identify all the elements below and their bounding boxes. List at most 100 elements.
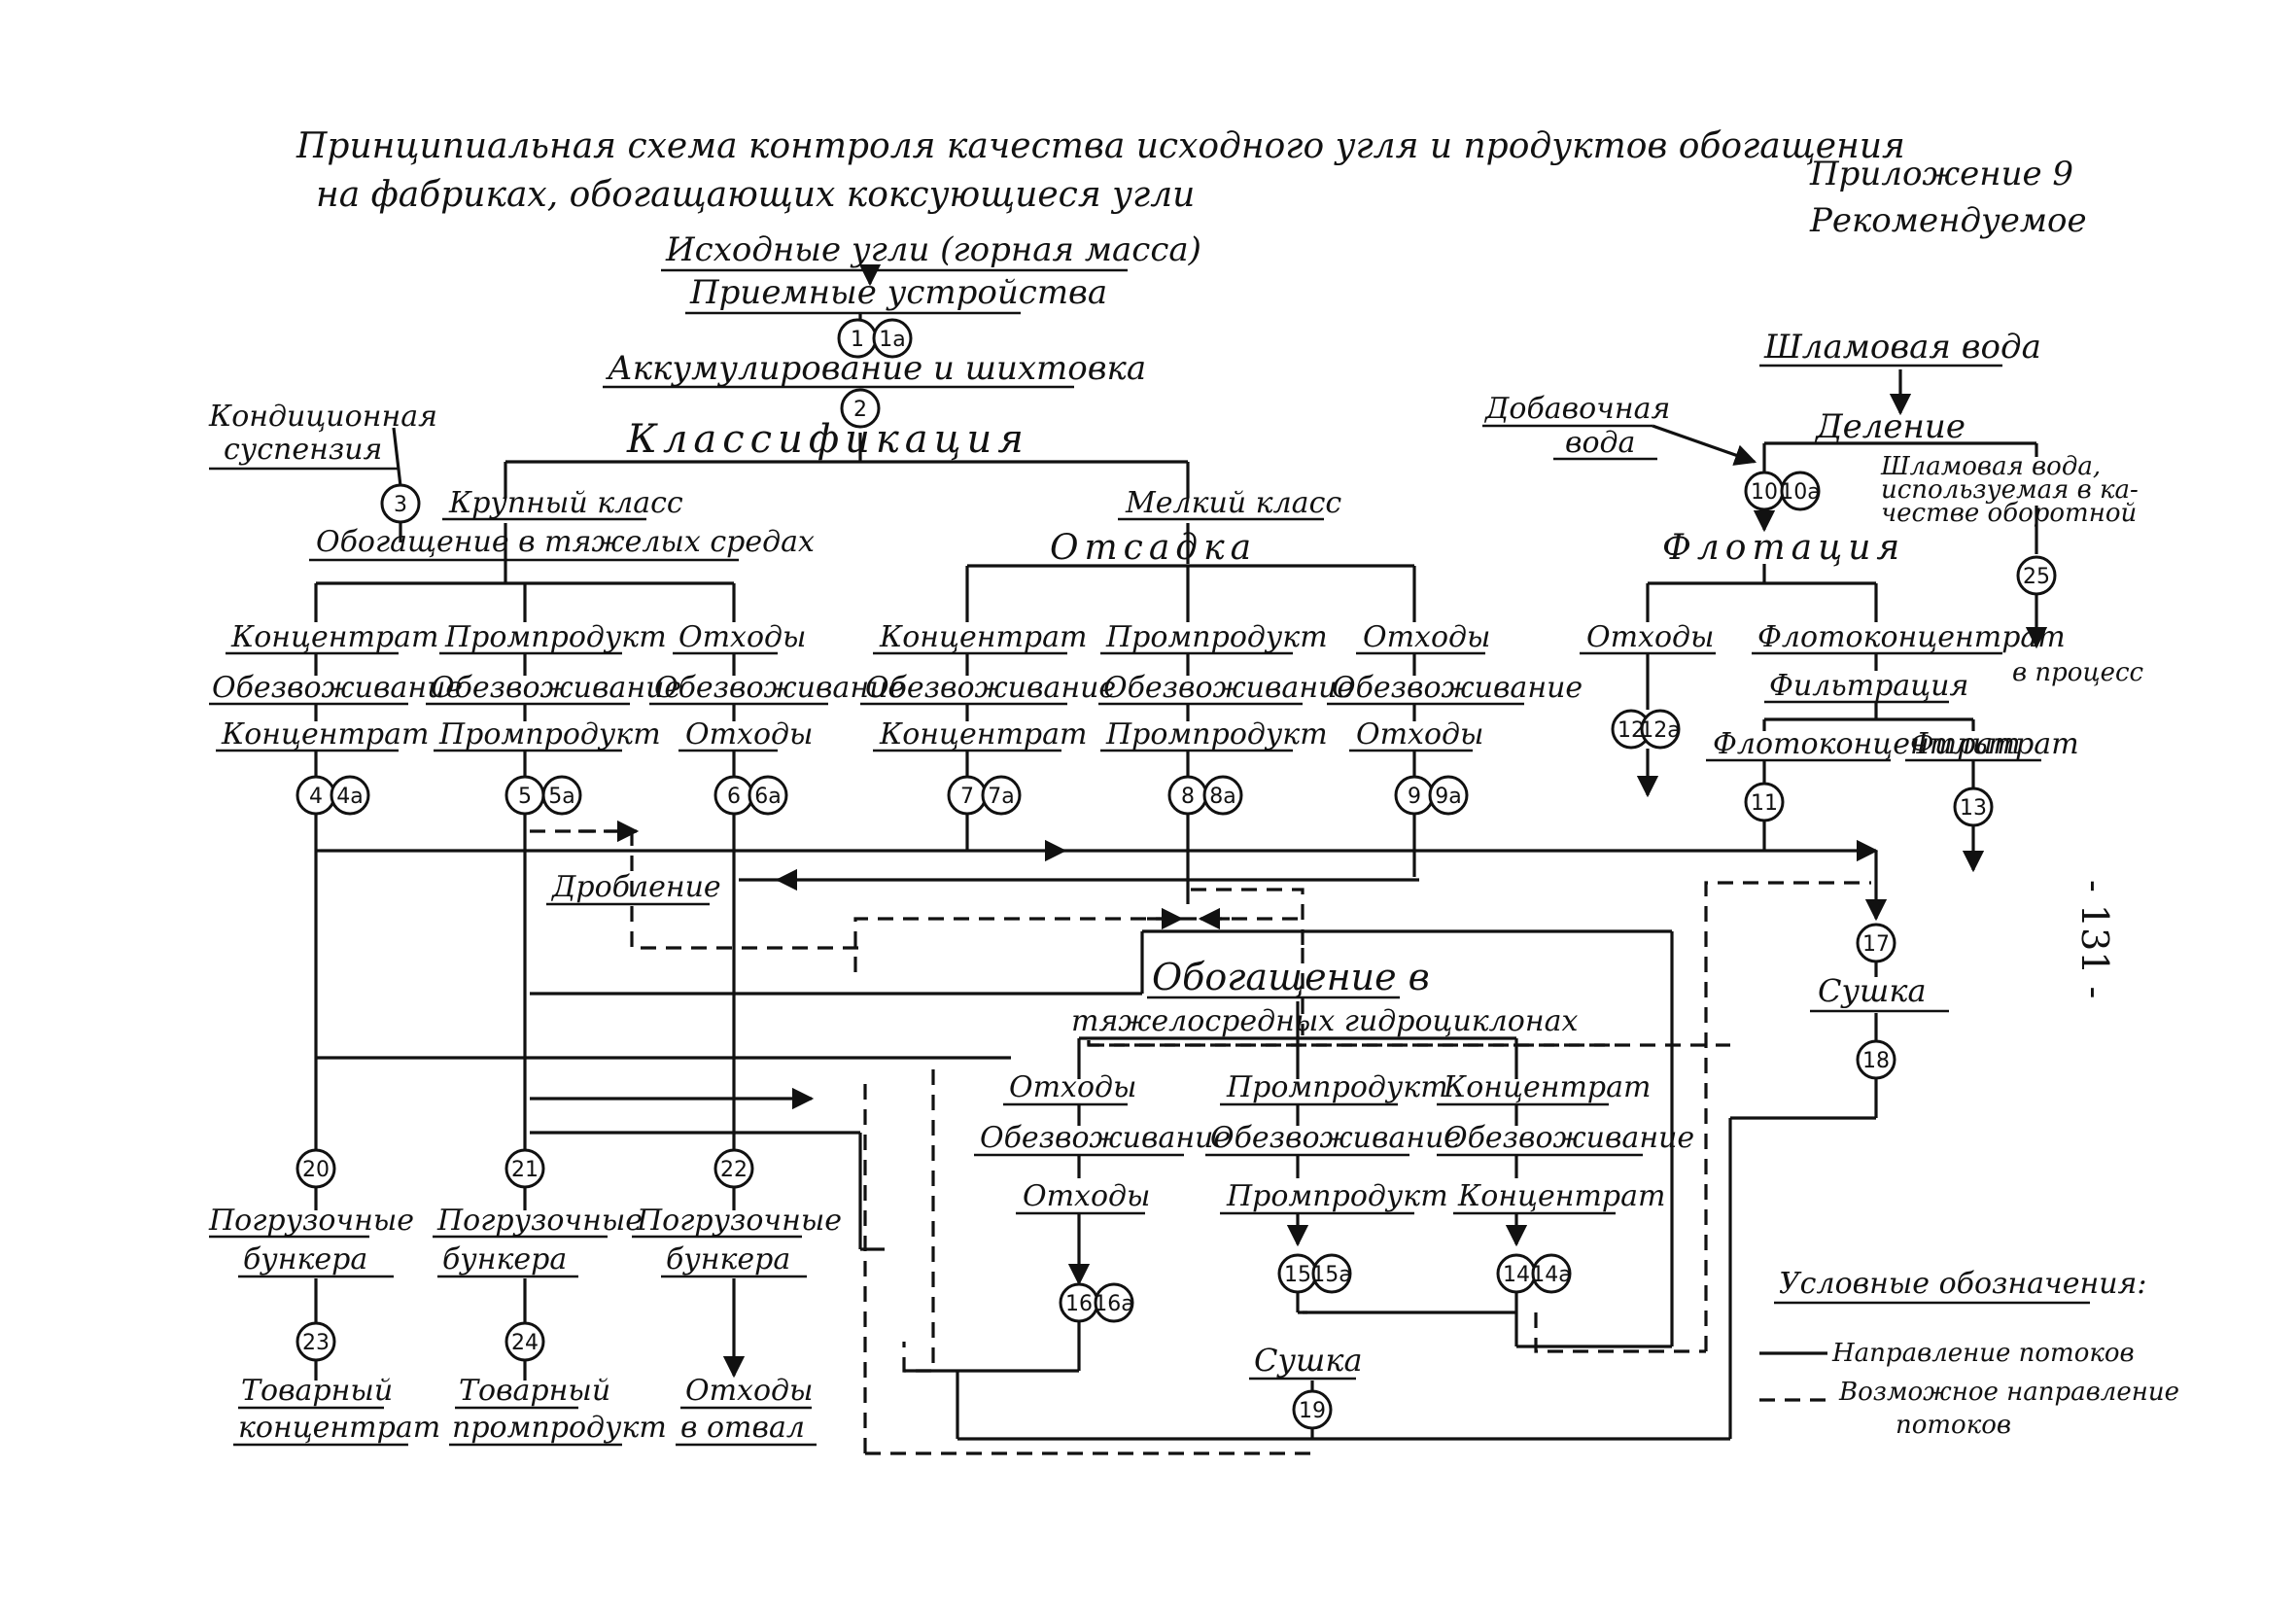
dm-concentrate-dewatering: Обезвоживание	[212, 671, 463, 705]
appendix-status: Рекомендуемое	[1809, 201, 2087, 240]
diagram-title-line2: на фабриках, обогащающих коксующиеся угл…	[316, 175, 1195, 215]
jig-concentrate-dewatering: Обезвоживание	[865, 671, 1116, 705]
node-circle-label-7а: 7а	[988, 785, 1014, 809]
commercial-concentrate-line1: Товарный	[241, 1374, 393, 1408]
dm-concentrate-label: Концентрат	[230, 620, 438, 654]
node-circle-label-4а: 4а	[336, 785, 363, 809]
node-circle-6а	[748, 775, 788, 816]
dm-middlings-dewatering: Обезвоживание	[431, 671, 681, 705]
filtration-label: Фильтрация	[1769, 669, 1968, 703]
node-circle-12а	[1640, 709, 1681, 750]
loading-bunkers-2-line1: Погрузочные	[436, 1204, 643, 1238]
classification-label: Классификация	[626, 417, 1029, 462]
dense-media-label: Обогащение в тяжелых средах	[316, 525, 815, 559]
node-circle-13	[1953, 787, 1994, 827]
node-circle-label-21: 21	[511, 1158, 539, 1182]
node-circle-3	[380, 483, 421, 524]
tailings-dump-line2: в отвал	[680, 1411, 805, 1445]
hc-enrichment-label-1: Обогащение в	[1152, 956, 1430, 998]
node-circle-label-19: 19	[1299, 1399, 1326, 1423]
jig-tailings-label: Отходы	[1363, 620, 1490, 654]
flot-concentrate-2-label: Флотоконцентрат	[1713, 727, 2021, 761]
node-circle-label-16: 16	[1065, 1292, 1093, 1316]
legend-dashed-line1: Возможное направление	[1838, 1378, 2179, 1407]
hc-middlings-product: Промпродукт	[1226, 1179, 1448, 1213]
node-circle-19	[1292, 1389, 1333, 1430]
hc-concentrate-dewatering: Обезвоживание	[1444, 1121, 1694, 1155]
division-label: Деление	[1814, 407, 1966, 446]
hc-tailings-dewatering: Обезвоживание	[980, 1121, 1231, 1155]
flotation-label: Флотация	[1662, 528, 1905, 568]
legend-dashed-line2: потоков	[1896, 1411, 2011, 1440]
node-circle-label-4: 4	[309, 785, 323, 809]
node-circle-label-16а: 16а	[1094, 1292, 1133, 1316]
node-circle-10а	[1780, 471, 1821, 511]
node-circle-8а	[1202, 775, 1243, 816]
dm-concentrate-product: Концентрат	[221, 717, 429, 752]
node-circle-label-22: 22	[720, 1158, 748, 1182]
dm-middlings-label: Промпродукт	[444, 620, 667, 654]
node-circle-label-1а: 1а	[879, 328, 905, 352]
node-circle-1а	[872, 318, 913, 359]
hc-middlings-dewatering: Обезвоживание	[1210, 1121, 1461, 1155]
source-coal-label: Исходные угли (горная масса)	[665, 230, 1201, 269]
node-circle-9а	[1428, 775, 1469, 816]
node-circle-21	[504, 1148, 545, 1189]
jig-middlings-product: Промпродукт	[1105, 717, 1328, 752]
hc-enrichment-label-2: тяжелосредных гидроциклонах	[1071, 1004, 1578, 1038]
node-circle-label-15: 15	[1284, 1263, 1311, 1287]
commercial-concentrate-line2: концентрат	[238, 1411, 440, 1445]
node-circle-label-7: 7	[960, 785, 974, 809]
node-circle-20	[296, 1148, 336, 1189]
node-circle-label-12а: 12а	[1640, 718, 1680, 743]
node-circle-18	[1856, 1039, 1896, 1080]
flot-tailings-label: Отходы	[1586, 620, 1714, 654]
node-circle-label-14а: 14а	[1531, 1263, 1571, 1287]
node-circle-label-10: 10	[1751, 480, 1778, 505]
node-circle-25	[2016, 555, 2057, 596]
commercial-middlings-line1: Товарный	[459, 1374, 610, 1408]
node-circle-15а	[1311, 1253, 1352, 1294]
to-process-label: в процесс	[2012, 658, 2144, 687]
node-circle-4а	[330, 775, 370, 816]
node-circle-label-11: 11	[1751, 791, 1778, 816]
node-circle-23	[296, 1321, 336, 1362]
node-circle-24	[504, 1321, 545, 1362]
node-circle-14а	[1531, 1253, 1572, 1294]
makeup-water-line1: Добавочная	[1483, 392, 1670, 426]
node-circle-label-25: 25	[2023, 565, 2050, 589]
conditioned-suspension-label-1: Кондиционная	[208, 400, 437, 434]
node-circle-5а	[541, 775, 582, 816]
loading-bunkers-3-line2: бункера	[666, 1242, 790, 1276]
jigging-label: Отсадка	[1050, 528, 1257, 568]
dm-tailings-label: Отходы	[678, 620, 806, 654]
jig-middlings-label: Промпродукт	[1105, 620, 1328, 654]
jig-middlings-dewatering: Обезвоживание	[1103, 671, 1354, 705]
filtrate-label: Фильтрат	[1910, 727, 2079, 761]
hc-tailings-label: Отходы	[1009, 1070, 1136, 1104]
flot-concentrate-label: Флотоконцентрат	[1757, 620, 2066, 654]
dm-middlings-product: Промпродукт	[438, 717, 661, 752]
recycled-water-line2: используемая в ка-	[1881, 475, 2139, 505]
node-circle-label-17: 17	[1862, 932, 1890, 957]
node-circle-label-23: 23	[302, 1331, 330, 1355]
node-circle-label-8: 8	[1181, 785, 1195, 809]
node-circle-17	[1856, 923, 1896, 963]
jig-tailings-dewatering: Обезвоживание	[1332, 671, 1583, 705]
jig-tailings-product: Отходы	[1356, 717, 1483, 752]
node-circle-label-6а: 6а	[754, 785, 781, 809]
drying-2-label: Сушка	[1254, 1342, 1363, 1379]
node-circle-7а	[981, 775, 1022, 816]
loading-bunkers-1-line2: бункера	[243, 1242, 367, 1276]
node-circle-label-5: 5	[518, 785, 532, 809]
node-circle-label-20: 20	[302, 1158, 330, 1182]
node-circle-label-9: 9	[1408, 785, 1421, 809]
node-circle-label-3: 3	[394, 493, 407, 517]
commercial-middlings-line2: промпродукт	[452, 1411, 667, 1445]
recycled-water-line3: честве оборотной	[1881, 499, 2137, 528]
dm-tailings-product: Отходы	[685, 717, 813, 752]
hc-middlings-label: Промпродукт	[1226, 1070, 1448, 1104]
node-circle-label-6: 6	[727, 785, 741, 809]
coarse-class-label: Крупный класс	[448, 486, 683, 520]
